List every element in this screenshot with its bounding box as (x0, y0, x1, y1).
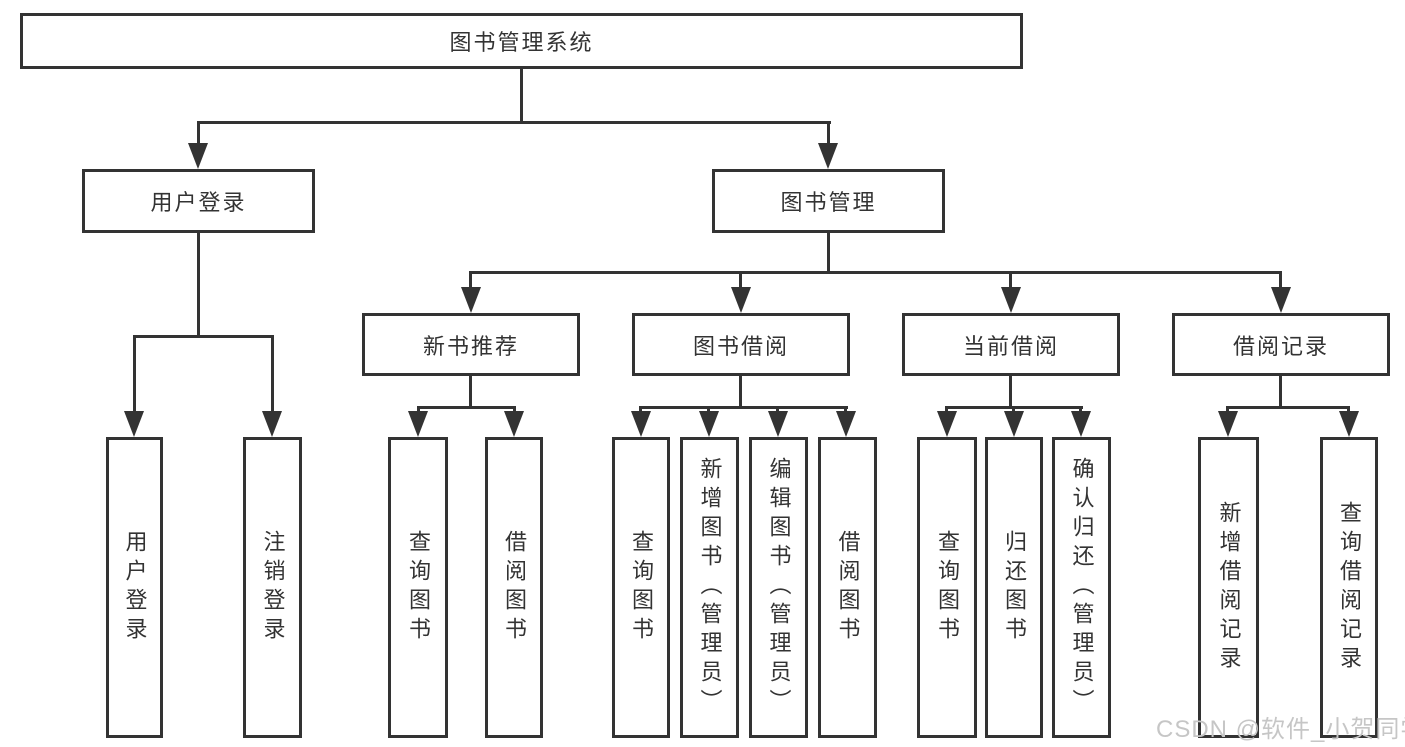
arrow-down-icon (699, 411, 719, 437)
leaf-label: 查询图书 (406, 529, 431, 646)
leaf-query-books-borrow: 查询图书 (612, 437, 670, 738)
connector-stem (271, 335, 274, 415)
arrow-down-icon (631, 411, 651, 437)
connector-stem (197, 233, 200, 335)
connector-stem (1279, 376, 1282, 406)
leaf-logout: 注销登录 (243, 437, 302, 738)
leaf-borrow-books-borrow: 借阅图书 (818, 437, 877, 738)
connector-stem (739, 376, 742, 406)
leaf-edit-books-admin: 编辑图书（管理员） (749, 437, 808, 738)
leaf-label: 确认归还（管理员） (1069, 457, 1095, 718)
leaf-label: 查询借阅记录 (1337, 500, 1362, 675)
leaf-label: 注销登录 (260, 529, 286, 646)
arrow-down-icon (836, 411, 856, 437)
leaf-query-books-recommend: 查询图书 (388, 437, 448, 738)
connector-hline (197, 121, 831, 124)
leaf-label: 借阅图书 (835, 529, 861, 646)
arrow-down-icon (408, 411, 428, 437)
connector-stem (1009, 376, 1012, 406)
node-user-login: 用户登录 (82, 169, 315, 233)
connector-stem (520, 69, 523, 121)
leaf-add-books-admin: 新增图书（管理员） (680, 437, 739, 738)
watermark: CSDN @软件_小贺同学 (1156, 716, 1405, 743)
arrow-down-icon (818, 143, 838, 169)
connector-stem (1279, 271, 1282, 291)
arrow-down-icon (1004, 411, 1024, 437)
arrow-down-icon (1001, 287, 1021, 313)
arrow-down-icon (124, 411, 144, 437)
connector-stem (197, 121, 200, 147)
node-library-management-system: 图书管理系统 (20, 13, 1023, 69)
arrow-down-icon (1218, 411, 1238, 437)
connector-stem (739, 271, 742, 291)
arrow-down-icon (262, 411, 282, 437)
leaf-label: 查询图书 (935, 529, 960, 646)
arrow-down-icon (937, 411, 957, 437)
connector-stem (469, 376, 472, 406)
connector-hline (470, 271, 1282, 274)
connector-hline (133, 335, 274, 338)
leaf-label: 查询图书 (629, 529, 654, 646)
leaf-return-books: 归还图书 (985, 437, 1043, 738)
arrow-down-icon (731, 287, 751, 313)
leaf-label: 新增借阅记录 (1216, 500, 1242, 675)
arrow-down-icon (1271, 287, 1291, 313)
leaf-add-borrow-record: 新增借阅记录 (1198, 437, 1259, 738)
arrow-down-icon (504, 411, 524, 437)
node-book-management: 图书管理 (712, 169, 945, 233)
leaf-confirm-return-admin: 确认归还（管理员） (1052, 437, 1111, 738)
leaf-label: 新增图书（管理员） (697, 457, 723, 718)
arrow-down-icon (461, 287, 481, 313)
node-book-borrowing: 图书借阅 (632, 313, 850, 376)
leaf-query-borrow-record: 查询借阅记录 (1320, 437, 1378, 738)
connector-stem (1009, 271, 1012, 291)
leaf-label: 编辑图书（管理员） (766, 457, 792, 718)
leaf-label: 归还图书 (1002, 529, 1027, 646)
arrow-down-icon (1339, 411, 1359, 437)
leaf-label: 借阅图书 (502, 529, 527, 646)
connector-hline (640, 406, 848, 409)
arrow-down-icon (188, 143, 208, 169)
connector-stem (133, 335, 136, 415)
node-borrowing-records: 借阅记录 (1172, 313, 1390, 376)
connector-hline (417, 406, 516, 409)
node-current-borrowing: 当前借阅 (902, 313, 1120, 376)
leaf-borrow-books-recommend: 借阅图书 (485, 437, 543, 738)
arrow-down-icon (1071, 411, 1091, 437)
arrow-down-icon (768, 411, 788, 437)
leaf-query-books-current: 查询图书 (917, 437, 977, 738)
connector-stem (827, 233, 830, 271)
connector-stem (827, 121, 830, 147)
connector-stem (469, 271, 472, 291)
leaf-label: 用户登录 (122, 529, 148, 646)
connector-hline (1227, 406, 1350, 409)
leaf-user-login: 用户登录 (106, 437, 163, 738)
node-new-book-recommendation: 新书推荐 (362, 313, 580, 376)
